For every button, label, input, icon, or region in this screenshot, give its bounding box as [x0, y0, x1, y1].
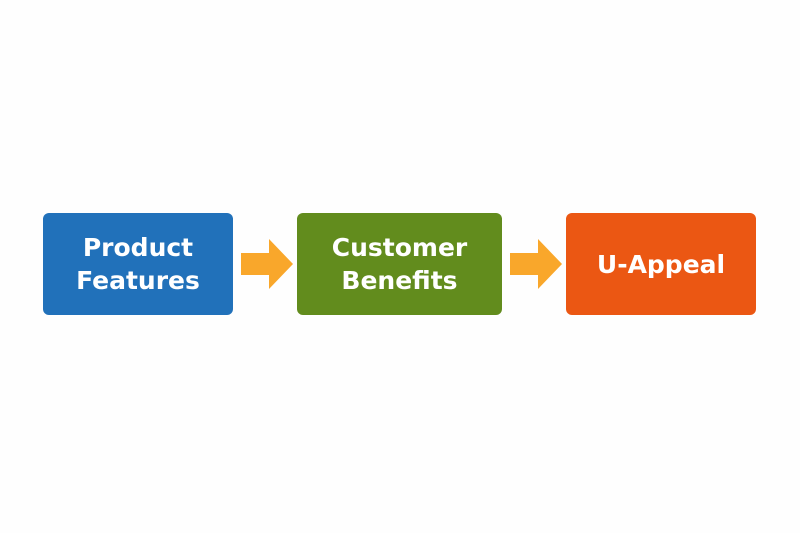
- arrow-right-icon: [510, 239, 562, 289]
- node-u-appeal: U-Appeal: [566, 213, 756, 315]
- node-label-line: Benefits: [341, 266, 458, 295]
- node-customer-benefits: Customer Benefits: [297, 213, 502, 315]
- node-label-line: U-Appeal: [596, 249, 726, 279]
- node-label-line: Features: [76, 266, 200, 295]
- arrow-right-icon: [241, 239, 293, 289]
- node-label-line: Product: [82, 233, 194, 262]
- node-product-features: Product Features: [43, 213, 233, 315]
- node-label-line: Customer: [331, 233, 468, 262]
